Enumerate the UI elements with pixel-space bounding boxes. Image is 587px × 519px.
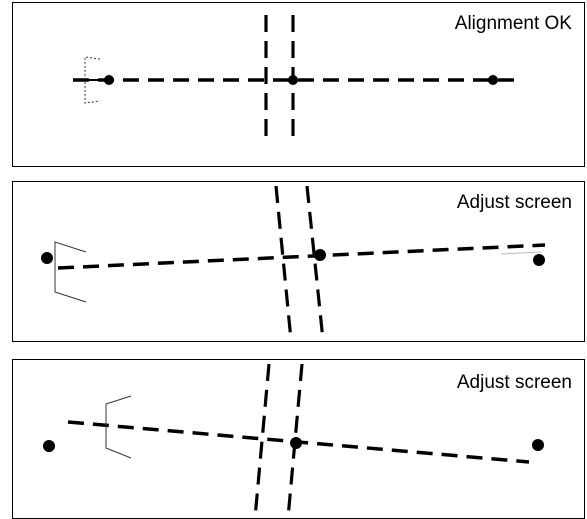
- marker-dot-right: [533, 254, 545, 266]
- sight-line: [57, 243, 546, 270]
- marker-dot-left: [43, 440, 55, 452]
- marker-dot-right: [488, 75, 498, 85]
- vertical-crosshair-left: [253, 363, 271, 518]
- status-label: Alignment OK: [452, 13, 574, 35]
- alignment-panel-adjust-1: Adjust screen: [12, 181, 585, 342]
- bracket-outline: [105, 395, 132, 459]
- status-label: Adjust screen: [454, 372, 574, 394]
- vertical-crosshair-left: [274, 185, 293, 341]
- marker-dot-right: [532, 439, 544, 451]
- status-label: Adjust screen: [454, 192, 574, 214]
- alignment-diagram-tilted: [41, 185, 546, 341]
- alignment-panel-adjust-2: Adjust screen: [12, 359, 585, 519]
- marker-dot-left: [41, 252, 53, 264]
- faint-guide-line: [500, 251, 542, 255]
- marker-dot-center: [288, 75, 298, 85]
- vertical-crosshair-right: [305, 185, 325, 341]
- marker-dot-left: [104, 75, 114, 85]
- bracket-outline: [54, 241, 87, 303]
- alignment-diagram-skewed: [43, 363, 544, 518]
- marker-dot-center: [290, 437, 302, 449]
- bracket-outline: [84, 56, 101, 104]
- marker-dot-center: [314, 249, 326, 261]
- alignment-diagram-aligned: [73, 15, 521, 145]
- alignment-panel-ok: Alignment OK: [12, 2, 585, 167]
